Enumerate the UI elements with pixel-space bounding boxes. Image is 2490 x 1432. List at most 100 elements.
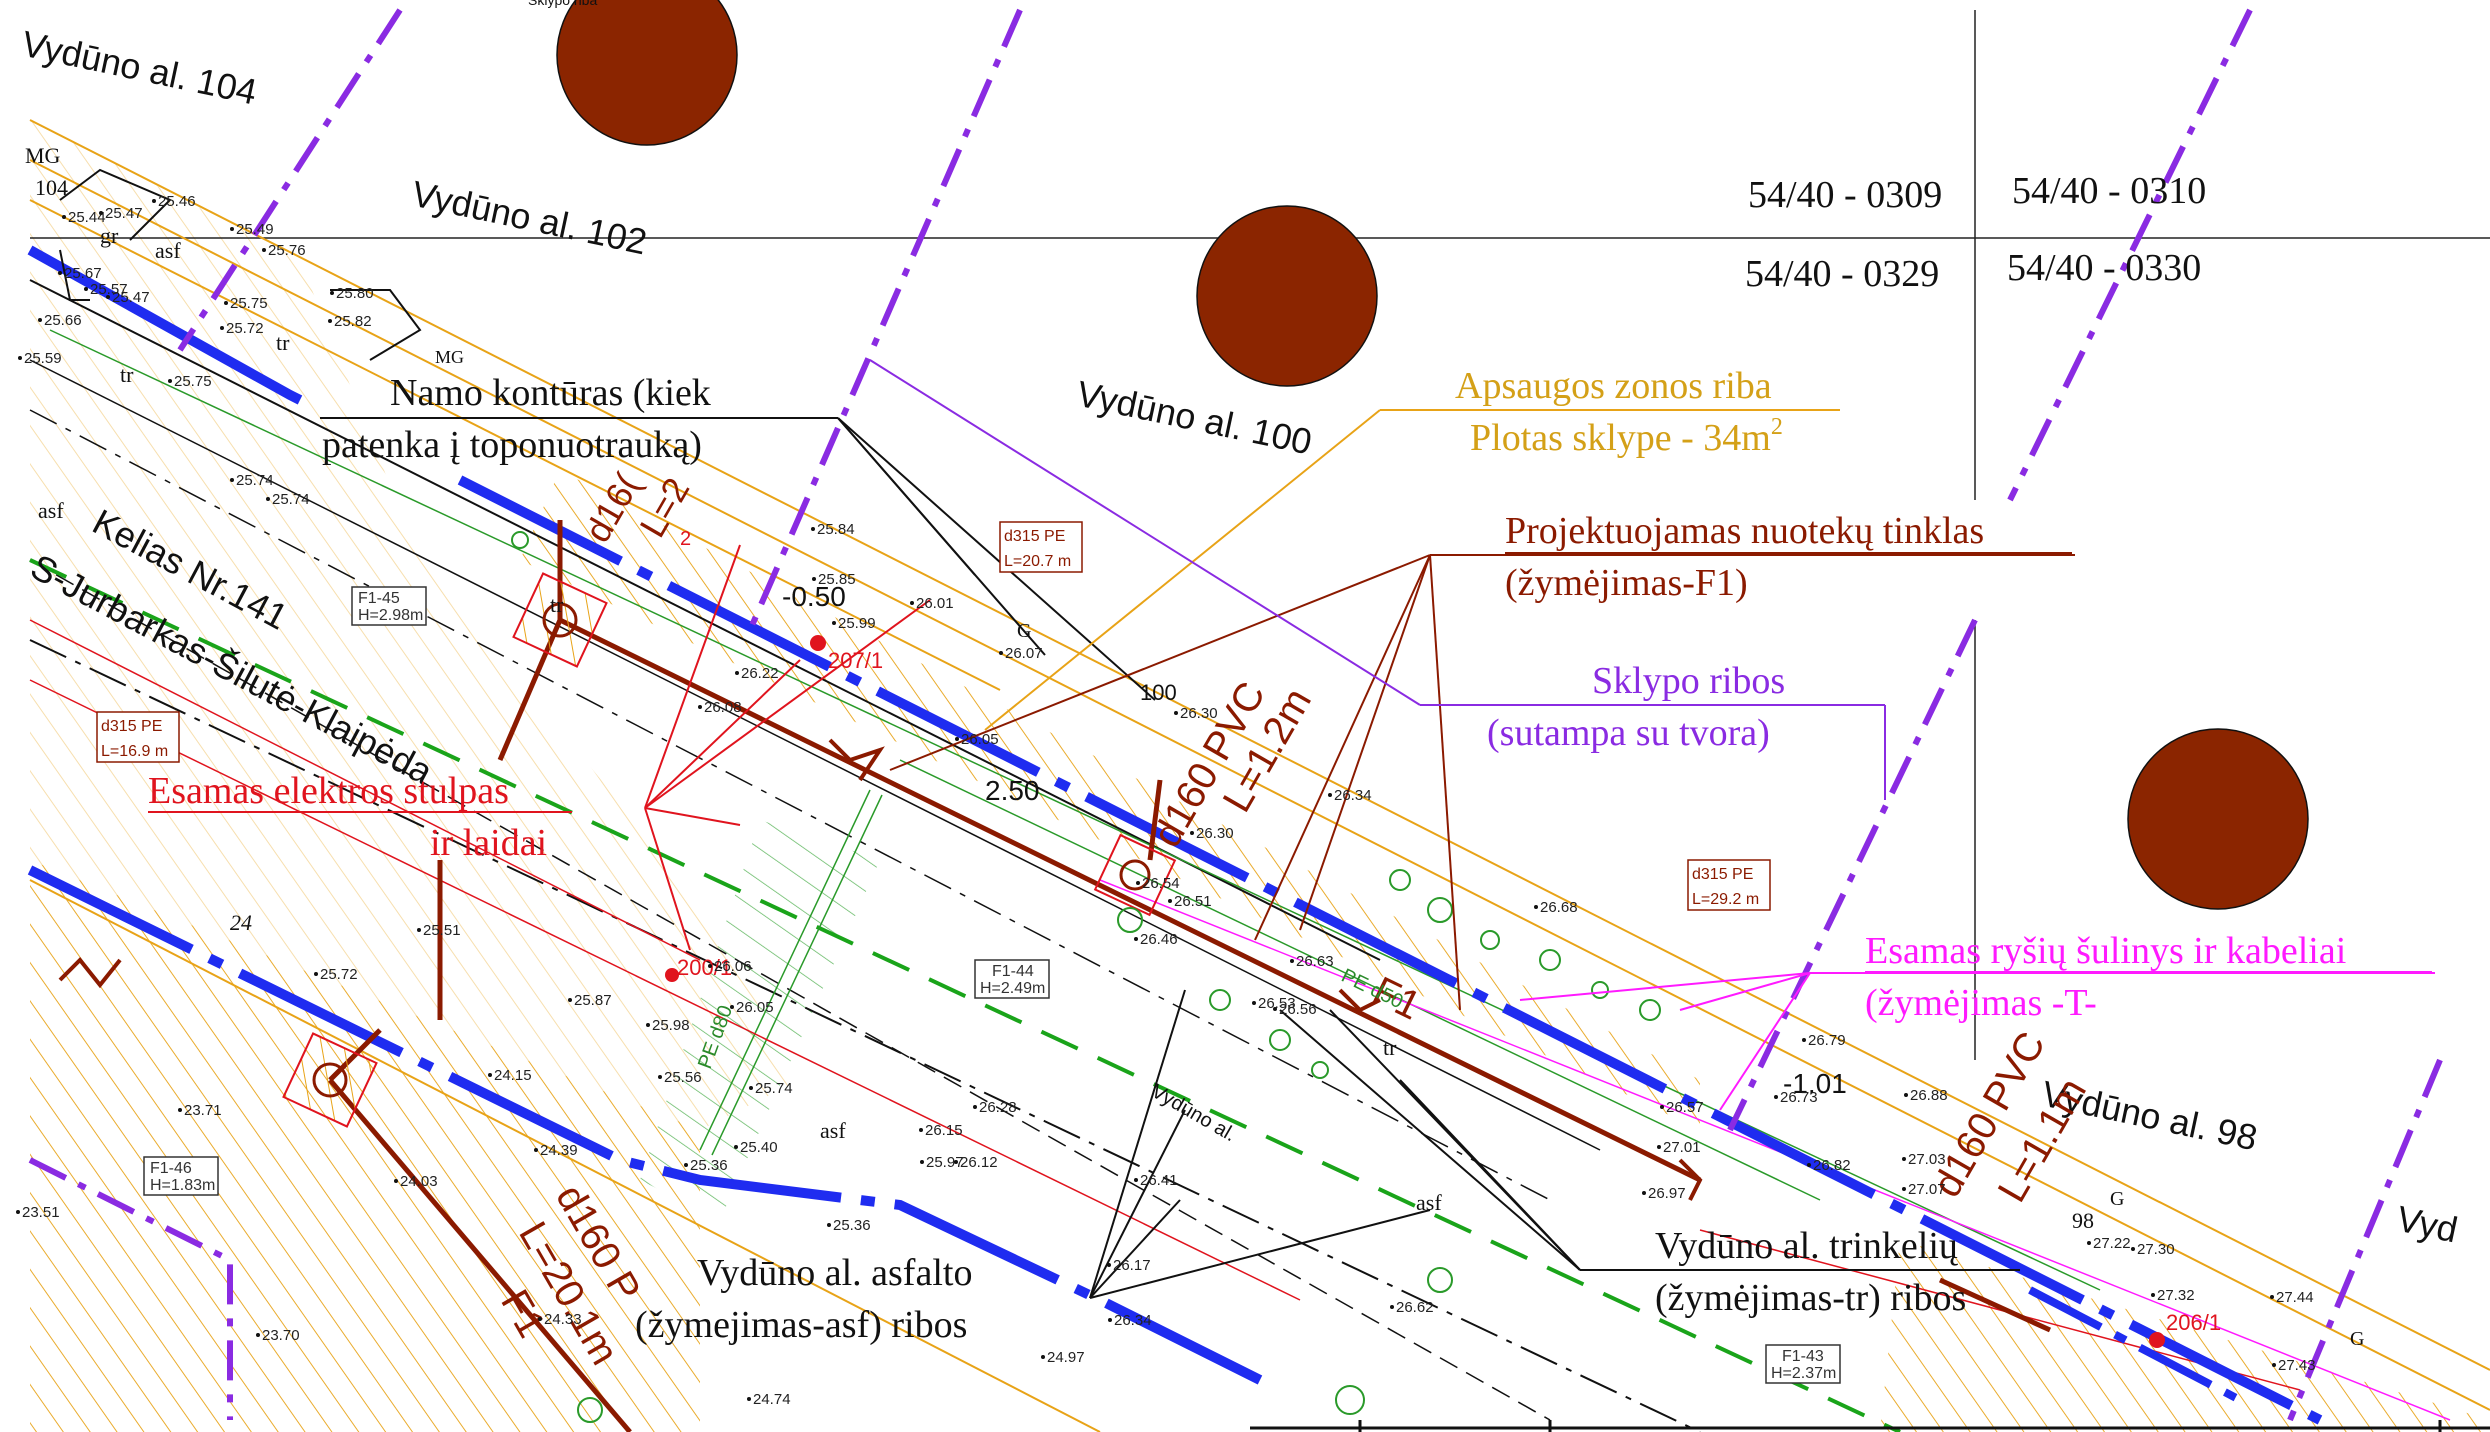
fence-blue-line-lower-left bbox=[2028, 1286, 2242, 1404]
spot-height: 26.15 bbox=[925, 1122, 963, 1139]
spot-height: 25.47 bbox=[112, 289, 150, 306]
plot-code: 54/40 - 0310 bbox=[2012, 170, 2206, 212]
text-mark: G bbox=[1017, 620, 1031, 642]
callout-projektuojamas-line1: Projektuojamas nuotekų tinklas bbox=[1505, 510, 1984, 552]
text-mark: MG bbox=[25, 143, 61, 168]
spot-height: 26.34 bbox=[1334, 787, 1372, 804]
callout-asfalto-line1: Vydūno al. asfalto bbox=[697, 1252, 972, 1294]
plot-code: 54/40 - 0309 bbox=[1748, 174, 1942, 216]
svg-text:d315 PE: d315 PE bbox=[1004, 528, 1065, 545]
spot-height: 25.74 bbox=[272, 491, 310, 508]
dimension-label: 100 bbox=[1140, 680, 1177, 705]
spot-height: 25.87 bbox=[574, 992, 612, 1009]
text-mark: MG bbox=[435, 347, 464, 367]
spot-height: 27.32 bbox=[2157, 1287, 2195, 1304]
spot-height-dot bbox=[1041, 1355, 1045, 1359]
callout-apsaugos-line1: Apsaugos zonos riba bbox=[1455, 365, 1772, 407]
street-label: Vydūno al. 104 bbox=[18, 23, 260, 113]
dimension-label: 2.50 bbox=[985, 775, 1040, 806]
text-mark: 2 bbox=[680, 528, 691, 550]
spot-height: 27.44 bbox=[2276, 1289, 2314, 1306]
plot-code: 54/40 - 0330 bbox=[2007, 247, 2201, 289]
spot-height: 26.05 bbox=[736, 999, 774, 1016]
svg-text:F1-45: F1-45 bbox=[358, 590, 400, 607]
spot-height: 25.82 bbox=[334, 313, 372, 330]
spot-height: 25.80 bbox=[336, 285, 374, 302]
spot-height: 25.74 bbox=[755, 1080, 793, 1097]
spot-height-dot bbox=[2270, 1295, 2274, 1299]
spot-height: 25.59 bbox=[24, 350, 62, 367]
spot-height: 24.15 bbox=[494, 1067, 532, 1084]
text-mark: asf bbox=[1416, 1190, 1442, 1215]
sewer-well-f1-45 bbox=[512, 572, 608, 668]
point-label: 200/1 bbox=[677, 955, 732, 980]
spot-height: 27.30 bbox=[2137, 1241, 2175, 1258]
spot-height: 26.82 bbox=[1813, 1157, 1851, 1174]
spot-height: 26.56 bbox=[1279, 1001, 1317, 1018]
site-marker-circle bbox=[2127, 728, 2309, 910]
spot-height: 25.56 bbox=[664, 1069, 702, 1086]
spot-height-dot bbox=[708, 964, 712, 968]
spot-height: 25.51 bbox=[423, 922, 461, 939]
spot-height-dot bbox=[62, 215, 66, 219]
title-block-frame bbox=[1250, 1420, 2490, 1432]
spot-height-dot bbox=[973, 1105, 977, 1109]
survey-points-red bbox=[665, 635, 2165, 1348]
spot-height: 25.36 bbox=[833, 1217, 871, 1234]
text-mark: tr bbox=[120, 362, 134, 387]
spot-height-dot bbox=[230, 478, 234, 482]
spot-height-dot bbox=[266, 497, 270, 501]
svg-text:F1-46: F1-46 bbox=[150, 1160, 192, 1177]
spot-height: 26.63 bbox=[1296, 953, 1334, 970]
callout-asfalto-line2: (žymejimas-asf) ribos bbox=[635, 1304, 967, 1346]
spot-height-dot bbox=[698, 705, 702, 709]
spot-height: 23.71 bbox=[184, 1102, 222, 1119]
spot-height-dot bbox=[2272, 1363, 2276, 1367]
svg-text:H=1.83m: H=1.83m bbox=[150, 1177, 215, 1194]
callout-elektros-line2: ir laidai bbox=[430, 822, 547, 864]
svg-text:L=20.7 m: L=20.7 m bbox=[1004, 553, 1071, 570]
spot-height-dot bbox=[1136, 881, 1140, 885]
spot-height-dot bbox=[1657, 1145, 1661, 1149]
trees bbox=[511, 531, 1661, 1423]
spot-height-dot bbox=[394, 1179, 398, 1183]
street-label-small: Vydūno al. bbox=[1148, 1080, 1240, 1146]
well-box: F1-46 H=1.83m bbox=[143, 1156, 219, 1196]
spot-height: 26.06 bbox=[714, 958, 752, 975]
spot-height: 25.76 bbox=[268, 242, 306, 259]
spot-height: 25.85 bbox=[818, 571, 856, 588]
spot-height: 23.51 bbox=[22, 1204, 60, 1221]
spot-height: 25.99 bbox=[838, 615, 876, 632]
spot-height-dot bbox=[1774, 1095, 1778, 1099]
svg-text:H=2.37m: H=2.37m bbox=[1771, 1365, 1836, 1382]
spot-height: 25.57 bbox=[90, 281, 128, 298]
point-label: 206/1 bbox=[2166, 1310, 2221, 1335]
spot-height-dot bbox=[1107, 1263, 1111, 1267]
spot-height: 25.49 bbox=[236, 221, 274, 238]
callout-elektros-line1: Esamas elektros stulpas bbox=[148, 770, 509, 812]
svg-text:F1-44: F1-44 bbox=[992, 963, 1034, 980]
spot-height-dot bbox=[1802, 1038, 1806, 1042]
spot-height-dot bbox=[1273, 1007, 1277, 1011]
text-mark: gr bbox=[100, 223, 119, 248]
spot-height-dot bbox=[152, 199, 156, 203]
text-mark: 98 bbox=[2072, 1208, 2094, 1233]
point-label: 207/1 bbox=[828, 648, 883, 673]
spot-height: 27.43 bbox=[2278, 1357, 2316, 1374]
callout-trinkeliu-line1: Vydūno al. trinkelių bbox=[1655, 1225, 1959, 1267]
spot-height: 24.33 bbox=[544, 1311, 582, 1328]
well-box: F1-45 H=2.98m bbox=[351, 586, 427, 626]
spot-height-dot bbox=[1660, 1105, 1664, 1109]
street-label: Vyd bbox=[2393, 1198, 2461, 1251]
spot-height-dot bbox=[230, 227, 234, 231]
spot-height-dot bbox=[99, 211, 103, 215]
spot-height: 26.30 bbox=[1180, 705, 1218, 722]
text-mark: asf bbox=[155, 238, 181, 263]
spot-height: 26.34 bbox=[1114, 1312, 1152, 1329]
leader-apsaugos bbox=[984, 409, 1840, 731]
spot-height: 26.73 bbox=[1780, 1089, 1818, 1106]
spot-height: 25.40 bbox=[740, 1139, 778, 1156]
spot-height-dot bbox=[999, 651, 1003, 655]
